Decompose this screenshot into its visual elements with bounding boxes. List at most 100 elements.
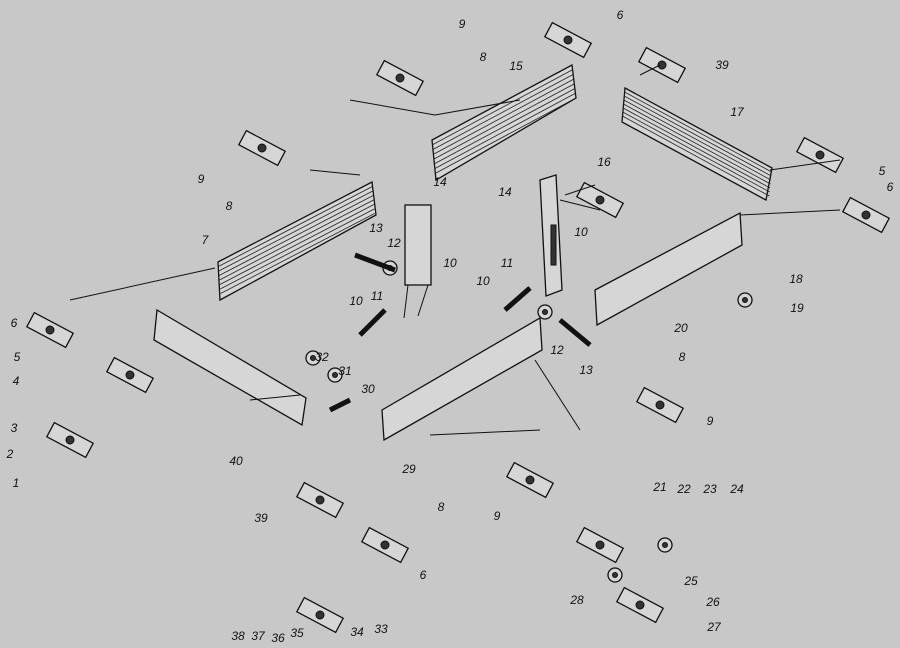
hinge-bracket: [543, 21, 593, 59]
part-number-label: 2: [6, 447, 14, 461]
nut-washer: [537, 304, 553, 320]
part-number-label: 37: [251, 629, 266, 643]
panel-7: [217, 180, 377, 302]
hinge-bracket: [795, 136, 845, 174]
part-number-label: 24: [729, 482, 744, 496]
part-number-label: 14: [498, 185, 512, 199]
part-number-label: 39: [254, 511, 268, 525]
leader-line: [434, 99, 521, 116]
panel-29: [381, 316, 543, 442]
panel-17: [621, 86, 773, 201]
part-number-label: 39: [715, 58, 729, 72]
part-number-label: 13: [579, 363, 593, 377]
part-number-label: 12: [387, 236, 401, 250]
leader-line: [639, 64, 661, 76]
part-number-label: 16: [597, 155, 611, 169]
part-number-label: 9: [494, 509, 501, 523]
part-number-label: 34: [350, 625, 364, 639]
bolt-pin: [328, 397, 352, 413]
part-number-label: 6: [11, 316, 18, 330]
part-number-label: 6: [617, 8, 624, 22]
stake-14-right: [539, 174, 563, 297]
nut-washer: [657, 537, 673, 553]
leader-line: [309, 169, 361, 176]
part-number-label: 23: [702, 482, 717, 496]
nut-washer: [327, 367, 343, 383]
hinge-bracket: [105, 356, 155, 394]
part-number-label: 38: [231, 629, 245, 643]
part-number-label: 8: [438, 500, 445, 514]
hinge-bracket: [360, 526, 410, 564]
hinge-bracket: [237, 129, 287, 167]
part-number-label: 1: [13, 476, 20, 490]
bolt-pin: [503, 286, 532, 312]
nut-washer: [305, 350, 321, 366]
part-number-label: 26: [705, 595, 720, 609]
hinge-bracket: [295, 481, 345, 519]
leader-line: [429, 429, 541, 436]
part-number-label: 18: [789, 272, 803, 286]
hinge-bracket: [375, 59, 425, 97]
part-number-label: 19: [790, 301, 804, 315]
part-number-label: 33: [374, 622, 388, 636]
leader-line: [349, 99, 436, 116]
part-number-label: 29: [401, 462, 416, 476]
part-number-label: 13: [369, 221, 383, 235]
part-number-label: 10: [443, 256, 457, 270]
panel-15: [431, 63, 577, 182]
part-number-label: 31: [338, 364, 351, 378]
hinge-bracket: [615, 586, 665, 624]
nut-washer: [607, 567, 623, 583]
part-number-label: 30: [361, 382, 375, 396]
part-number-label: 21: [652, 480, 666, 494]
part-number-label: 27: [706, 620, 722, 634]
panel-40: [153, 308, 307, 427]
hinge-bracket: [505, 461, 555, 499]
part-number-label: 14: [433, 175, 447, 189]
panel-20: [594, 211, 743, 327]
part-number-label: 32: [315, 350, 329, 364]
leader-line: [769, 159, 841, 171]
part-number-label: 8: [226, 199, 233, 213]
part-number-label: 28: [569, 593, 584, 607]
part-number-label: 8: [679, 350, 686, 364]
part-number-label: 5: [879, 164, 886, 178]
leader-line: [564, 184, 596, 196]
hinge-bracket: [637, 46, 687, 84]
part-number-label: 5: [14, 350, 21, 364]
part-number-label: 36: [271, 631, 285, 645]
bolt-pin: [558, 318, 592, 347]
hinge-bracket: [575, 181, 625, 219]
part-number-label: 17: [730, 105, 745, 119]
leader-line: [559, 199, 601, 211]
part-number-label: 11: [501, 256, 513, 270]
part-number-label: 7: [202, 233, 210, 247]
hinge-bracket: [575, 526, 625, 564]
part-number-label: 9: [459, 17, 466, 31]
part-number-label: 6: [887, 180, 894, 194]
hinge-bracket: [841, 196, 891, 234]
part-number-label: 35: [290, 626, 304, 640]
part-number-label: 20: [673, 321, 688, 335]
part-number-label: 15: [509, 59, 523, 73]
part-number-label: 9: [707, 414, 714, 428]
leader-line: [739, 209, 841, 216]
part-number-label: 9: [198, 172, 205, 186]
hinge-bracket: [635, 386, 685, 424]
part-number-label: 25: [683, 574, 698, 588]
part-number-label: 11: [371, 289, 383, 303]
stake-14-left: [403, 204, 432, 319]
part-number-label: 22: [676, 482, 691, 496]
part-number-label: 6: [420, 568, 427, 582]
bolt-pin: [358, 308, 387, 337]
part-number-label: 8: [480, 50, 487, 64]
part-number-label: 40: [229, 454, 243, 468]
hinge-bracket: [25, 311, 75, 349]
bolt-pin: [354, 252, 396, 273]
part-number-label: 10: [574, 225, 588, 239]
part-number-label: 12: [550, 343, 564, 357]
part-number-label: 10: [476, 274, 490, 288]
part-number-label: 10: [349, 294, 363, 308]
